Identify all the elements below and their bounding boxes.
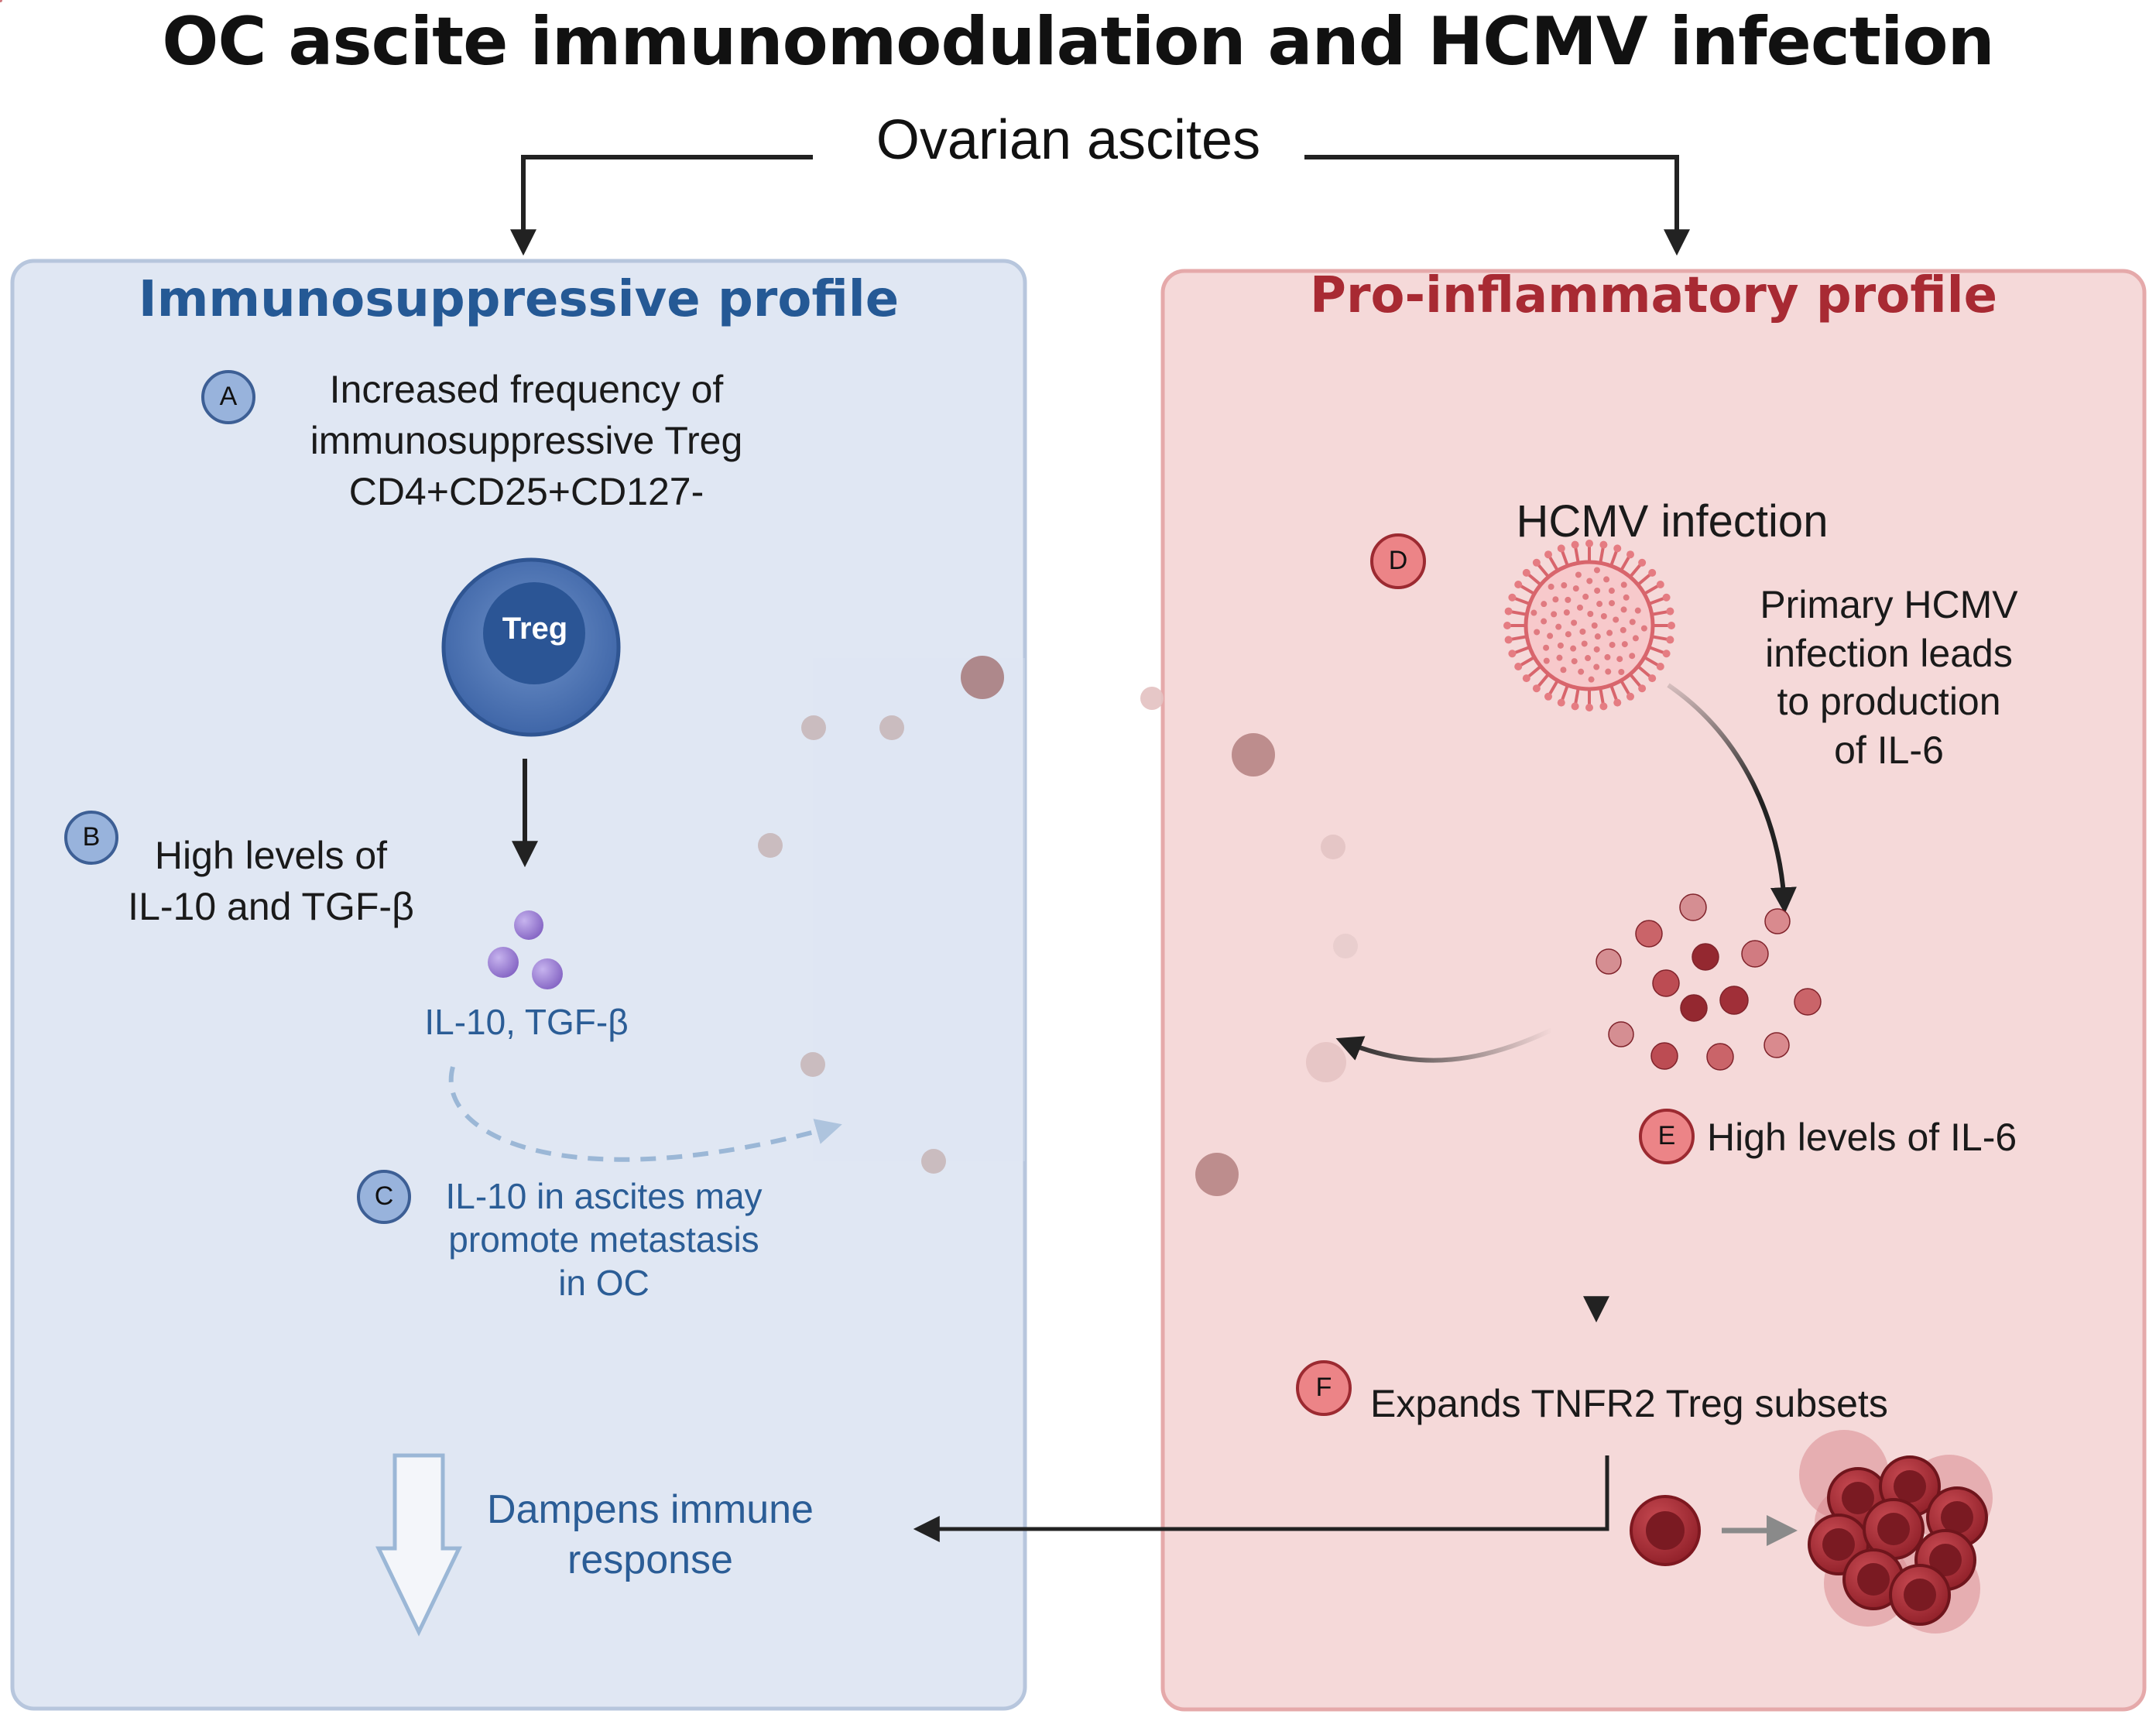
block-b-text: High levels of IL-10 and TGF-β	[85, 830, 457, 932]
ascites-bead	[801, 715, 826, 740]
il6-particle	[1608, 1021, 1634, 1047]
badge-f-circle	[1296, 1360, 1352, 1416]
il6-particles-icon	[1596, 893, 1822, 1071]
expanded-treg-cluster-icon	[1799, 1430, 1993, 1634]
il6-to-tumor-arrow	[1335, 1027, 1554, 1063]
il6-particle	[1706, 1043, 1734, 1071]
right-panel-heading: Pro-inflammatory profile	[1310, 267, 1997, 324]
block-e-text: High levels of IL-6	[1707, 1116, 2017, 1159]
block-d-line: of IL-6	[1834, 728, 1944, 772]
block-a-line: CD4+CD25+CD127-	[348, 470, 704, 513]
badge-a-label: A	[219, 382, 238, 411]
block-d-line: infection leads	[1765, 631, 2013, 675]
ascites-particles	[758, 656, 1358, 1196]
ascites-bead	[879, 715, 904, 740]
page-title: OC ascite immunomodulation and HCMV infe…	[162, 3, 1995, 81]
ascites-bead	[1140, 687, 1164, 710]
block-f-text: Expands TNFR2 Treg subsets	[1370, 1382, 1888, 1425]
tumor-cluster-icon	[0, 0, 1025, 1161]
il6-particle	[1679, 893, 1707, 921]
source-label: Ovarian ascites	[876, 109, 1261, 171]
il6-particle	[1741, 940, 1769, 968]
block-a-line: immunosuppressive Treg	[310, 419, 743, 462]
ascites-bead	[1306, 1042, 1346, 1082]
outcome-text: Dampens immune response	[457, 1485, 844, 1586]
ascites-bead	[961, 656, 1004, 699]
cytokine-label: IL-10, TGF-β	[424, 1002, 629, 1042]
treg-cell-icon	[441, 557, 621, 737]
il6-particle	[1680, 994, 1708, 1022]
block-c-line: promote metastasis	[448, 1219, 759, 1260]
expansion-to-dampens-arrow	[913, 1455, 1609, 1542]
expanded-treg-cell	[1889, 1564, 1951, 1626]
badge-e-circle	[1639, 1109, 1695, 1164]
block-d-title: HCMV infection	[1516, 496, 1829, 547]
badge-e-label: E	[1657, 1121, 1676, 1150]
ascites-bead	[758, 833, 783, 858]
badge-c-circle	[357, 1170, 411, 1224]
left-panel-heading: Immunosuppressive profile	[138, 271, 900, 328]
expanded-treg-cell	[1863, 1498, 1925, 1560]
badge-d-label: D	[1388, 546, 1408, 575]
right-panel	[1160, 269, 2147, 1712]
block-b-line: IL-10 and TGF-β	[128, 885, 414, 928]
block-d-text: Primary HCMV infection leads to producti…	[1719, 581, 2059, 774]
il6-particle	[1596, 948, 1622, 975]
treg-label: Treg	[502, 612, 568, 646]
ascites-bead	[800, 1052, 825, 1077]
ascites-bead	[1321, 835, 1345, 859]
block-c-line: IL-10 in ascites may	[445, 1176, 763, 1216]
outcome-line: response	[567, 1538, 733, 1582]
il6-particle	[1794, 988, 1822, 1016]
dampens-down-arrow-icon	[375, 1453, 462, 1637]
ascites-bead	[1232, 733, 1275, 777]
block-a-line: Increased frequency of	[329, 368, 724, 411]
tumor-cell	[0, 0, 2, 2]
il6-particle	[1692, 943, 1719, 971]
badge-f-label: F	[1315, 1373, 1332, 1402]
block-a-text: Increased frequency of immunosuppressive…	[248, 364, 805, 517]
il6-particle	[1650, 1042, 1678, 1070]
badge-c-label: C	[374, 1181, 394, 1211]
badge-d-circle	[1370, 533, 1426, 589]
badge-a-circle	[201, 370, 255, 424]
il6-particle	[1719, 986, 1749, 1015]
block-d-line: Primary HCMV	[1760, 583, 2018, 626]
il6-particle	[1764, 1032, 1790, 1058]
block-b-line: High levels of	[154, 834, 388, 877]
il6-particle	[1652, 969, 1680, 997]
block-c-line: in OC	[558, 1263, 650, 1304]
ascites-bead	[1333, 934, 1358, 958]
block-c-text: IL-10 in ascites may promote metastasis …	[395, 1174, 813, 1304]
badge-b-label: B	[82, 822, 101, 852]
hcmv-virus-icon	[1503, 540, 1675, 711]
ascites-bead	[1195, 1153, 1239, 1196]
virus-to-il6-arrow	[1667, 683, 1797, 914]
il6-particle	[1764, 908, 1791, 934]
source-split-arrows	[510, 155, 1690, 256]
block-d-line: to production	[1777, 680, 2001, 723]
outcome-line: Dampens immune	[487, 1487, 814, 1532]
badge-b-circle	[64, 811, 118, 865]
ascites-bead	[921, 1149, 946, 1174]
left-panel	[10, 259, 1027, 1711]
il10-to-tumor-dashed-arrow	[448, 1066, 842, 1162]
cytokine-spheres-icon	[488, 910, 563, 989]
il6-particle	[1635, 920, 1663, 948]
single-tnfr2-treg-icon	[1630, 1495, 1701, 1566]
